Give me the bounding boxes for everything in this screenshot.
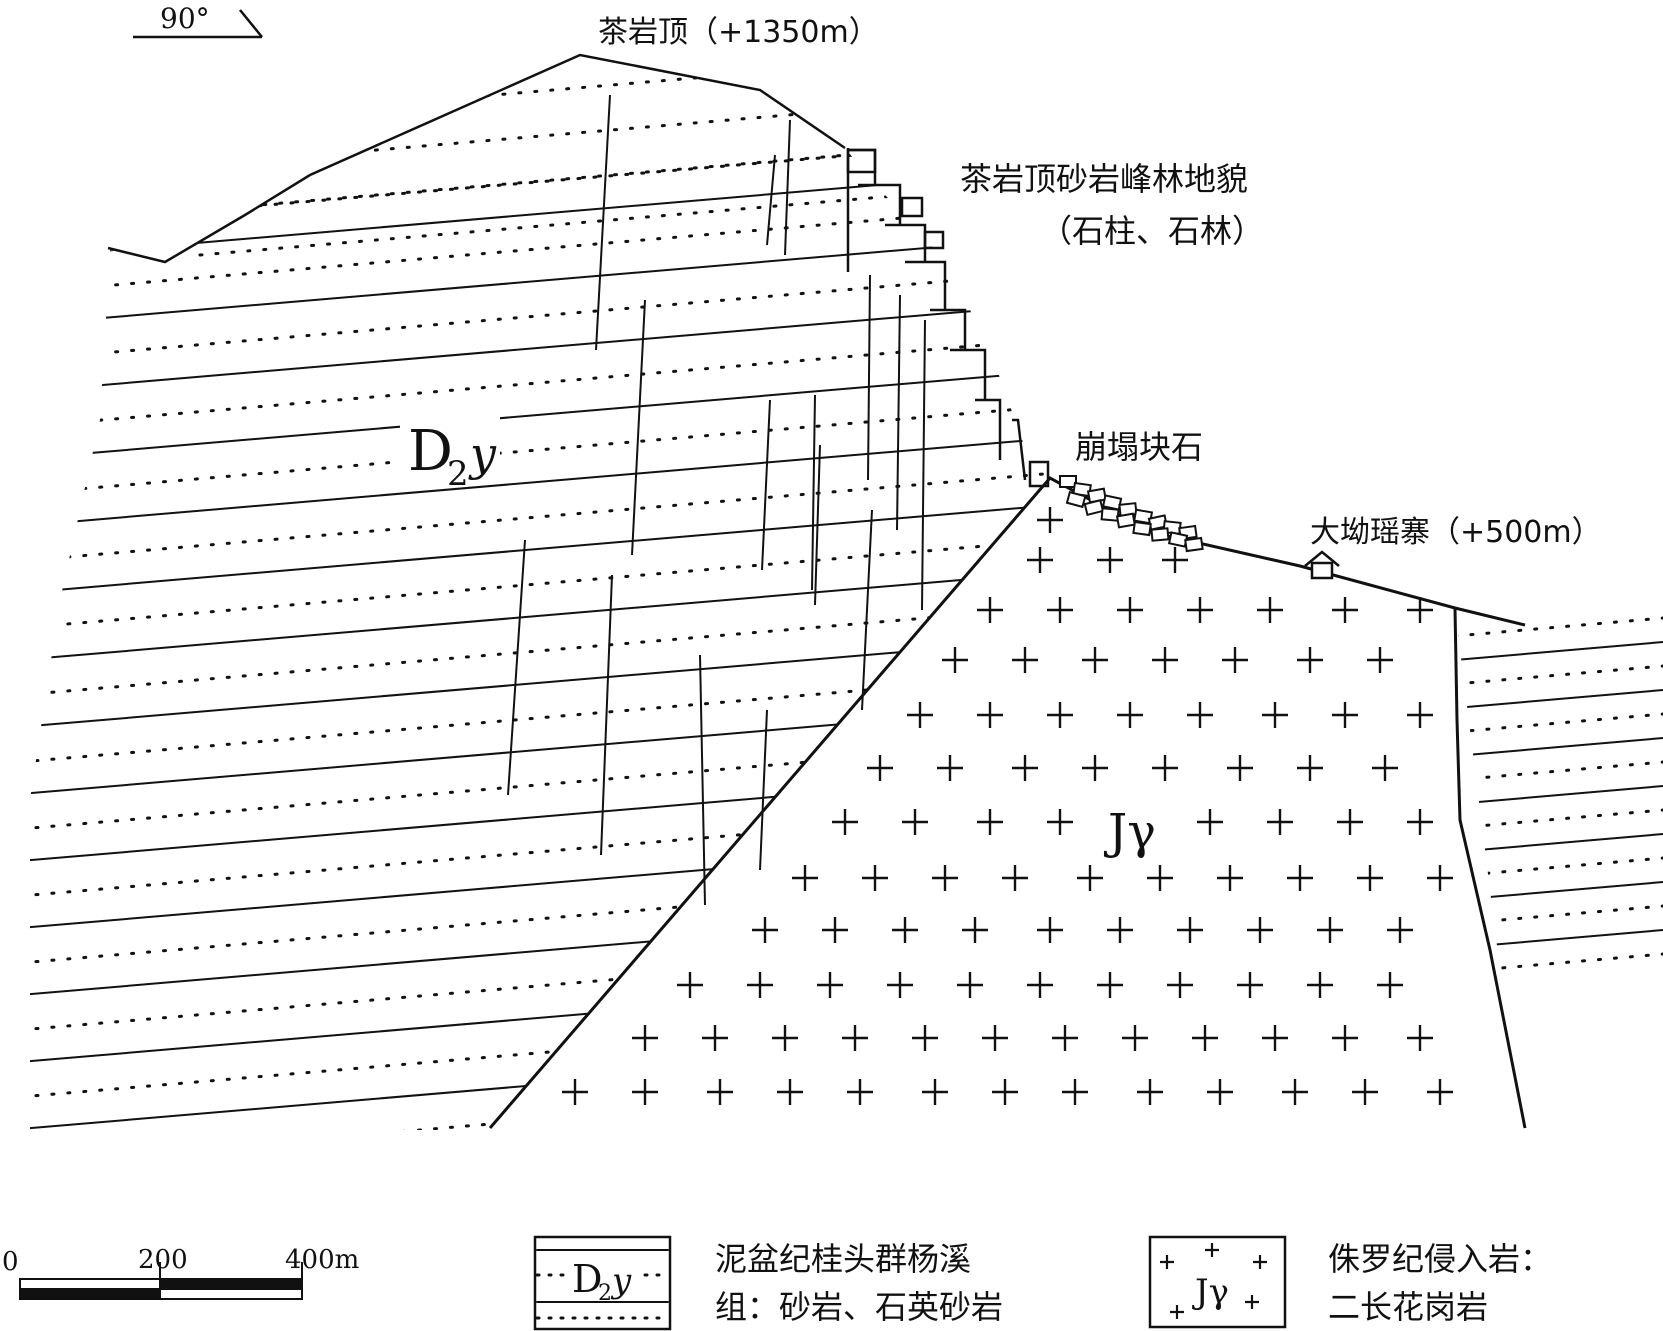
svg-text:D: D — [572, 1257, 602, 1301]
unit-label-d2y: D 2 y — [400, 410, 500, 494]
svg-text:2: 2 — [598, 1281, 612, 1306]
orientation-mark: 90° — [133, 2, 263, 39]
svg-text:Jγ: Jγ — [1103, 804, 1156, 860]
house-icon — [1304, 550, 1340, 580]
summit-label: 茶岩顶（+1350m） — [598, 15, 879, 50]
scale-bar: 0 200 400m — [2, 1245, 359, 1300]
svg-text:y: y — [468, 427, 497, 481]
svg-text:Jγ: Jγ — [1192, 1272, 1229, 1312]
mountain-outline — [107, 53, 1050, 488]
collapse-label: 崩塌块石 — [1075, 428, 1203, 466]
legend-sandstone-line2: 组：砂岩、石英砂岩 — [715, 1288, 1003, 1326]
svg-text:2: 2 — [447, 454, 469, 494]
svg-text:y: y — [610, 1261, 632, 1301]
joint-lines — [507, 94, 926, 906]
village-label: 大坳瑶寨（+500m） — [1310, 515, 1602, 550]
landform-label: 茶岩顶砂岩峰林地貌 — [960, 160, 1248, 198]
legend-sandstone: D 2 y 泥盆纪桂头群杨溪 组：砂岩、石英砂岩 — [533, 1235, 1003, 1331]
unit-label-jy: Jγ — [1100, 798, 1170, 860]
legend-sandstone-line1: 泥盆纪桂头群杨溪 — [715, 1240, 971, 1278]
legend-granite-line1: 侏罗纪侵入岩： — [1328, 1240, 1552, 1278]
legend-granite-line2: 二长花岗岩 — [1328, 1288, 1488, 1326]
collapse-blocks — [1059, 475, 1204, 553]
svg-text:D: D — [408, 419, 453, 484]
granite-intrusion — [488, 476, 1527, 1129]
scale-tick-0: 0 — [2, 1247, 19, 1277]
scale-tick-400: 400m — [285, 1245, 359, 1275]
orientation-label: 90° — [160, 2, 210, 35]
landform-sublabel: （石柱、石林） — [1040, 212, 1264, 250]
scale-tick-200: 200 — [138, 1245, 188, 1275]
legend-granite: Jγ 侏罗纪侵入岩： 二长花岗岩 — [1148, 1235, 1552, 1329]
